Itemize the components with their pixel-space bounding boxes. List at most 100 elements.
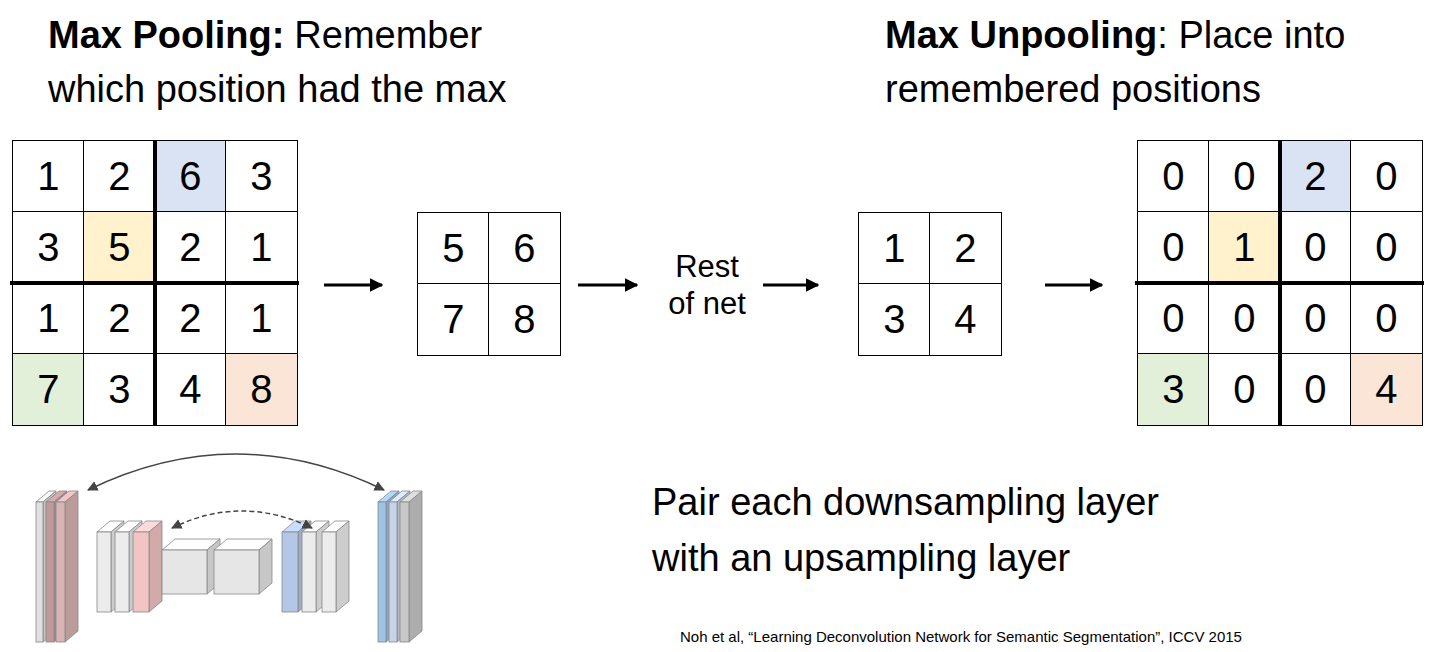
grid-cell: 2: [83, 282, 156, 355]
layer-slab: [133, 521, 162, 612]
grid-cell: 3: [1137, 353, 1210, 426]
grid-cell: 1: [225, 282, 298, 355]
grid-cell: 0: [1279, 211, 1352, 284]
grid-cell: 2: [1279, 140, 1352, 213]
grid-cell: 0: [1208, 353, 1281, 426]
slab-front: [115, 532, 129, 612]
slab-front: [162, 550, 207, 594]
grid-cell: 2: [154, 282, 227, 355]
cell-value: 5: [108, 227, 130, 267]
slab-front: [36, 502, 43, 642]
grid-cell: 7: [12, 353, 85, 426]
grid-cell: 0: [1137, 140, 1210, 213]
grid-cell: 3: [12, 211, 85, 284]
grid-cell: 0: [1279, 353, 1352, 426]
grid-cell: 0: [1350, 140, 1423, 213]
slab-front: [378, 502, 386, 642]
grid-cell: 4: [929, 283, 1002, 356]
cell-value: 3: [250, 156, 272, 196]
slab-side: [259, 539, 272, 594]
flow-arrow: [324, 284, 382, 287]
flow-arrow: [578, 284, 637, 287]
cell-value: 0: [1375, 227, 1397, 267]
value-grid: 5 678: [417, 212, 559, 354]
grid-cell: 3: [83, 353, 156, 426]
slab-front: [46, 502, 54, 642]
network-label: Rest of net: [667, 248, 747, 322]
grid-cell: 5: [417, 212, 490, 285]
slab-side: [386, 491, 399, 642]
grid-cell: 0: [1208, 140, 1281, 213]
grid-cell: 8: [488, 283, 561, 356]
grid-cell: 1: [858, 212, 931, 285]
network-label-node: Rest of net: [667, 248, 747, 322]
cell-value: 2: [179, 298, 201, 338]
slab-side: [65, 491, 78, 642]
slab-side: [43, 491, 56, 642]
heading-bold: Max Pooling:: [48, 14, 284, 56]
cell-value: 3: [883, 299, 905, 339]
grid-cell: 2: [83, 140, 156, 213]
grid-cell: 2: [929, 212, 1002, 285]
grid-cell: 0: [1350, 211, 1423, 284]
slab-front: [400, 502, 409, 642]
cell-value: 2: [108, 298, 130, 338]
grid-cell: 1: [12, 140, 85, 213]
flow-arrow: [1045, 284, 1102, 287]
grid-cell: 2: [154, 211, 227, 284]
cell-value: 4: [954, 299, 976, 339]
cell-value: 0: [1304, 227, 1326, 267]
layer-slab: [214, 539, 272, 594]
cell-value: 1: [1233, 227, 1255, 267]
heading: Max Unpooling: Place into remembered pos…: [885, 8, 1425, 116]
layer-slabs: [36, 491, 422, 642]
cell-value: 0: [1375, 298, 1397, 338]
cell-value: 2: [179, 227, 201, 267]
cell-value: 1: [250, 227, 272, 267]
cell-value: 6: [513, 228, 535, 268]
slab-side: [54, 491, 67, 642]
cell-value: 8: [513, 299, 535, 339]
slab-front: [97, 532, 111, 612]
value-grid: 1263352112217348: [12, 140, 296, 424]
cell-value: 0: [1162, 298, 1184, 338]
slab-front: [389, 502, 397, 642]
grid-cell: 0: [1279, 282, 1352, 355]
cell-value: 3: [108, 369, 130, 409]
grid-cell: 8: [225, 353, 298, 426]
layer-slab: [389, 491, 410, 642]
note: Pair each downsampling layer with an ups…: [652, 474, 1232, 586]
cell-value: 3: [37, 227, 59, 267]
cell-value: 0: [1233, 298, 1255, 338]
grid-cell: 1: [225, 211, 298, 284]
skip-arc: [88, 454, 384, 490]
layer-slab: [400, 491, 422, 642]
grid-cell: 0: [1137, 211, 1210, 284]
layer-slab: [56, 491, 78, 642]
cell-value: 7: [37, 369, 59, 409]
value-grid: 1 2 3 4: [858, 212, 1000, 354]
grid-cell: 6: [488, 212, 561, 285]
pool-region-divider: [10, 281, 299, 285]
cell-value: 0: [1162, 227, 1184, 267]
heading-bold: Max Unpooling: [885, 14, 1157, 56]
grid-cell: 7: [417, 283, 490, 356]
cell-value: 1: [883, 228, 905, 268]
grid-cell: 6: [154, 140, 227, 213]
cell-value: 0: [1162, 156, 1184, 196]
layer-slab: [322, 521, 349, 612]
slab-side: [336, 521, 349, 612]
slab-front: [133, 532, 149, 612]
layer-slab: [162, 539, 220, 594]
cell-value: 0: [1304, 369, 1326, 409]
grid-cell: 3: [225, 140, 298, 213]
cell-value: 1: [250, 298, 272, 338]
note-text: Pair each downsampling layer with an ups…: [652, 481, 1159, 579]
grid-cell: 1: [1208, 211, 1281, 284]
cell-value: 2: [954, 228, 976, 268]
flow-arrow: [763, 284, 818, 287]
cell-value: 8: [250, 369, 272, 409]
cell-value: 0: [1233, 156, 1255, 196]
grid-cell: 0: [1350, 282, 1423, 355]
cell-value: 5: [442, 228, 464, 268]
